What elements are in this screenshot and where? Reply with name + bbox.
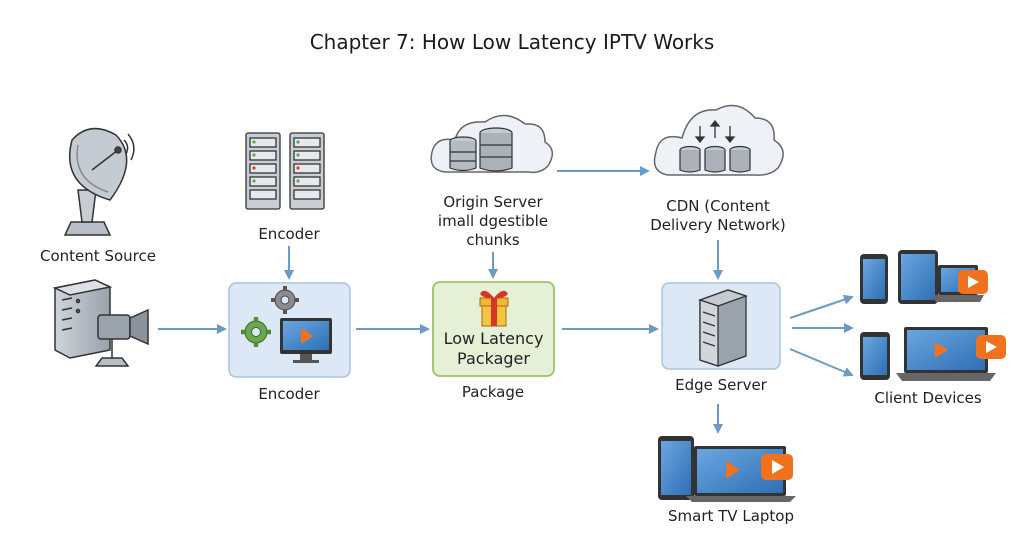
gift-icon	[479, 290, 509, 327]
origin-cloud-icon	[430, 114, 554, 174]
arrow-edge-to-client-bottom	[789, 348, 854, 377]
label-content-source: Content Source	[40, 247, 156, 265]
phone-icon	[860, 332, 890, 380]
tablet-icon	[898, 250, 938, 304]
label-cdn-line1: CDN (Content	[666, 197, 770, 215]
flow-arrows	[158, 166, 854, 434]
edge-server-icon	[698, 289, 748, 367]
label-packager-line1: Low Latency	[443, 329, 544, 348]
label-package: Package	[461, 383, 525, 401]
gear-icon	[271, 286, 299, 314]
gear-icon	[241, 317, 271, 347]
monitor-icon	[280, 318, 332, 363]
label-cdn-line2: Delivery Network)	[650, 216, 786, 234]
play-icon	[761, 454, 793, 480]
label-origin-line1: Origin Server	[443, 193, 543, 211]
play-icon	[958, 270, 988, 294]
label-packager-line2: Packager	[457, 349, 530, 368]
label-smart-tv-laptop: Smart TV Laptop	[668, 507, 794, 525]
label-origin-line2: imall dgestible	[437, 212, 549, 230]
laptop-icon	[896, 327, 996, 381]
label-encoder: Encoder	[258, 385, 320, 403]
page-title: Chapter 7: How Low Latency IPTV Works	[309, 30, 715, 54]
arrow-edge-to-client-top	[789, 294, 854, 319]
phone-icon	[860, 254, 888, 304]
label-origin-line3: chunks	[466, 231, 520, 249]
label-client-devices: Client Devices	[874, 389, 982, 407]
label-encoder-top: Encoder	[258, 225, 320, 243]
satellite-dish-icon	[63, 127, 135, 236]
server-rack-icon	[245, 132, 325, 210]
packager-box	[432, 281, 555, 377]
label-edge-server: Edge Server	[675, 376, 767, 394]
camera-server-icon	[52, 279, 149, 367]
tablet-icon	[658, 436, 694, 500]
cdn-cloud-icon	[653, 104, 784, 176]
play-icon	[976, 335, 1006, 359]
